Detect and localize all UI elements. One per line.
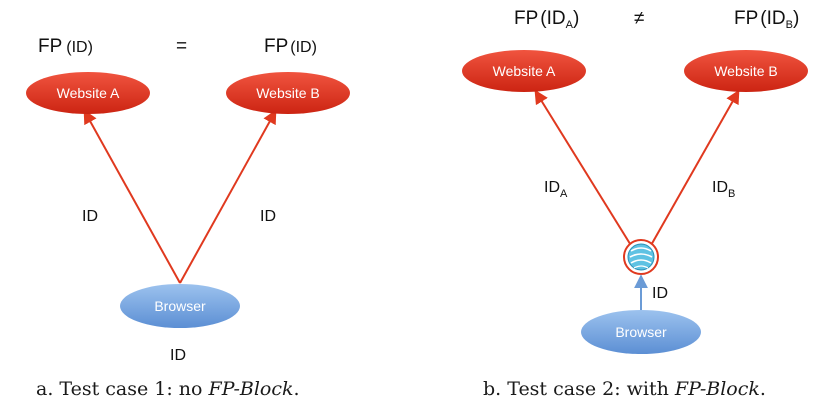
panel-b: FP(IDA) ≠ FP(IDB) Website A Website B ID… [462,8,808,400]
panel-a-edge-left [83,109,181,284]
panel-b-edge-left-label: IDA [544,179,568,200]
panel-a-website-a-label: Website A [57,85,120,101]
panel-b-website-a-label: Website A [493,63,556,79]
panel-a-fp-left: FP(ID) [38,36,93,57]
panel-a-website-b-node: Website B [226,72,350,114]
panel-a: FP(ID) = FP(ID) Website A Website B ID I… [26,36,350,400]
panel-b-website-a-node: Website A [462,50,586,92]
panel-a-edge-right-label: ID [260,208,276,225]
panel-a-browser-label: Browser [154,298,206,314]
panel-a-website-a-node: Website A [26,72,150,114]
panel-a-browser-id-label: ID [170,347,186,364]
panel-b-browser-label: Browser [615,324,667,340]
panel-b-browser-node: Browser [581,310,701,354]
panel-a-website-b-label: Website B [256,85,320,101]
panel-a-edge-right [179,109,277,284]
panel-b-edge-right-label: IDB [712,179,735,200]
panel-a-relation: = [176,36,187,57]
panel-b-website-b-label: Website B [714,63,778,79]
panel-b-edge-left [534,89,633,248]
panel-b-relation: ≠ [634,8,644,29]
panel-a-caption: a. Test case 1: no FP-Block. [36,378,300,400]
panel-a-edge-left-label: ID [82,208,98,225]
panel-b-browser-edge-label: ID [652,285,668,302]
panel-b-website-b-node: Website B [684,50,808,92]
panel-a-browser-node: Browser [120,284,240,328]
panel-a-fp-right: FP(ID) [264,36,317,57]
panel-b-fp-left: FP(IDA) [514,8,579,31]
fp-block-icon [623,239,659,275]
panel-b-edge-right [649,89,740,248]
panel-b-caption: b. Test case 2: with FP-Block. [483,378,766,400]
panel-b-fp-right: FP(IDB) [734,8,799,31]
